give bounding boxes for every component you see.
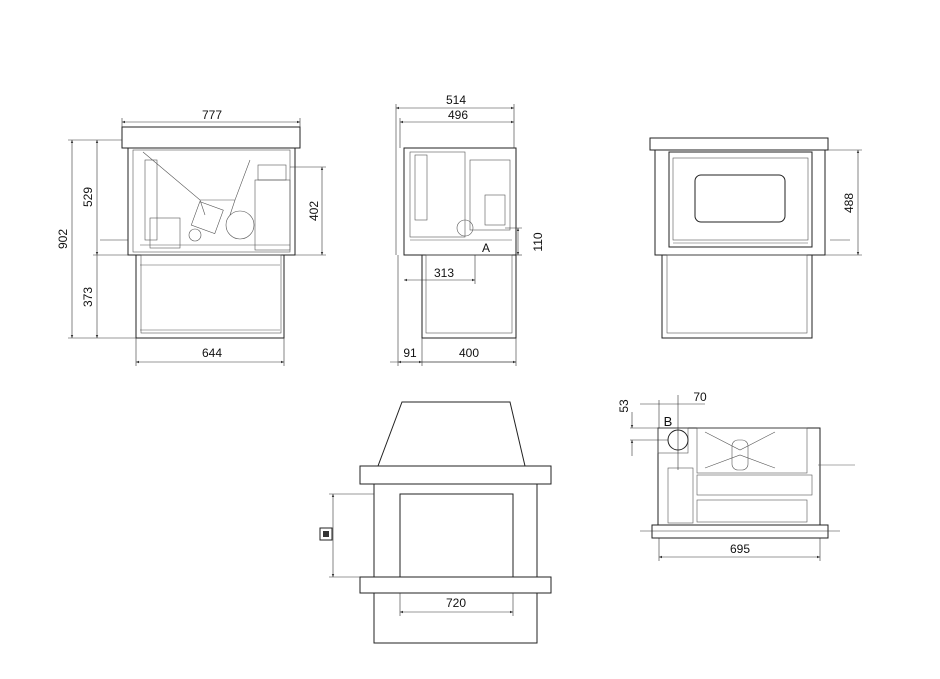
dim-902: 902 (56, 229, 70, 249)
dim-53: 53 (617, 399, 631, 413)
dim-70: 70 (693, 390, 707, 404)
dim-529: 529 (81, 187, 95, 207)
dim-373: 373 (81, 287, 95, 307)
dim-402: 402 (307, 201, 321, 221)
installation-view: 720 (319, 401, 552, 644)
dim-777: 777 (202, 108, 222, 122)
dim-400: 400 (459, 346, 479, 360)
marker-a: A (482, 241, 490, 255)
dim-110: 110 (531, 232, 545, 251)
dim-488: 488 (842, 193, 856, 213)
dim-695: 695 (730, 542, 750, 556)
door-view: 488 (649, 137, 862, 339)
dim-313: 313 (434, 266, 454, 280)
dim-720: 720 (446, 596, 466, 610)
marker-b: B (664, 414, 673, 429)
dim-91: 91 (403, 346, 417, 360)
dim-514: 514 (446, 93, 466, 107)
dim-644: 644 (202, 346, 222, 360)
top-view: 53 70 B 695 (617, 390, 855, 561)
dim-496: 496 (448, 108, 468, 122)
front-view: 777 902 529 373 402 644 (56, 108, 326, 366)
vent-grille-icon (319, 527, 333, 541)
side-view: A 514 496 313 110 91 400 (390, 93, 545, 366)
